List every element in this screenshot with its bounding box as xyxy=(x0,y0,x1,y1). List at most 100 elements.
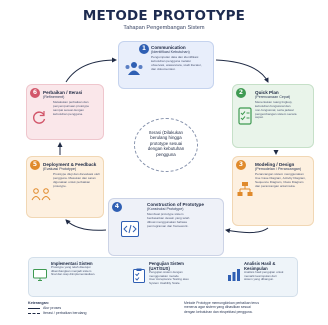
step-desc-line: pengembangan sistem secara xyxy=(255,111,297,116)
step-card-refinement: 6 Perbaikan / Iterasi (Refinement) Melak… xyxy=(26,84,104,140)
final-step-subtitle: (UAT/SUS) xyxy=(149,266,170,271)
footnote-line: menerus agar sistem yang dihasilkan sesu… xyxy=(184,305,251,310)
step-desc-line: Use Case Diagram, Activity Diagram, xyxy=(255,175,306,180)
step-desc-line: Menentukan ruang lingkup, xyxy=(255,99,293,104)
arrow-3-4 xyxy=(225,227,269,234)
step-number-badge: 2 xyxy=(236,88,246,98)
step-title: Construction of Prototype xyxy=(147,202,204,207)
step-subtitle: (Identifikasi Kebutuhan) xyxy=(151,50,190,55)
team-icon xyxy=(31,188,51,201)
step-desc-line: kebutuhan fungsional dan xyxy=(255,103,291,108)
users-icon xyxy=(125,62,143,75)
final-step-desc-line: Analisis hasil pengujian untuk xyxy=(244,270,284,274)
footnote-line: dengan kebutuhan dan ekspektasi pengguna… xyxy=(184,309,253,314)
step-desc-line: Pengumpulan data dan identifikasi xyxy=(151,54,199,59)
step-desc-line: dibuat menggunakan bahasa xyxy=(147,219,187,224)
step-subtitle: (Evaluasi Prototype) xyxy=(43,167,77,172)
network-icon xyxy=(237,182,253,196)
step-desc-line: pengguna. Masukan dan saran xyxy=(53,175,96,180)
step-number-badge: 5 xyxy=(30,160,40,170)
final-step-title: Implementasi Sistem xyxy=(51,261,93,266)
step-subtitle: (Perencanaan Cepat) xyxy=(255,95,291,100)
step-number-badge: 3 xyxy=(236,160,246,170)
step-subtitle: (Refinement) xyxy=(43,95,65,100)
center-text-line: Iterasi (Dilakukan xyxy=(149,130,183,135)
final-step-implementation: Implementasi Sistem Prototype yang telah… xyxy=(31,258,119,298)
step-desc-line: dan dokumentasi. xyxy=(151,66,176,71)
step-title: Deployment & Feedback xyxy=(43,162,97,167)
step-card-communication: 1 Communication (Identifikasi Kebutuhan)… xyxy=(118,41,214,89)
legend-item: Alur proses xyxy=(28,306,148,311)
monitor-icon xyxy=(33,269,47,281)
footnote-line: Metode Prototype memungkinkan perbaikan … xyxy=(184,301,260,305)
step-number-badge: 1 xyxy=(139,44,149,54)
step-desc-line: sampai sesuai dengan xyxy=(53,107,84,112)
step-subtitle: (Pemodelan / Perancangan) xyxy=(255,167,302,172)
refresh-icon xyxy=(33,111,46,124)
center-text-line: dengan kebutuhan xyxy=(147,146,185,152)
center-text-line: prototype sesuai xyxy=(149,140,183,146)
step-title: Quick Plan xyxy=(255,90,279,95)
bar-chart-icon xyxy=(228,269,240,281)
step-desc-line: kebutuhan pengguna melalui xyxy=(151,58,191,63)
legend-item-label: Iterasi / perbaikan berulang xyxy=(43,311,87,315)
final-step-desc-line: System Usability Scale. xyxy=(149,281,181,286)
final-steps-band: Implementasi Sistem Prototype yang telah… xyxy=(28,257,298,297)
center-text-line: berulang hingga xyxy=(150,135,182,141)
legend: Keterangan: Alur proses Iterasi / perbai… xyxy=(28,301,148,316)
arrow-6-1 xyxy=(65,57,117,83)
iteration-center-label: Iterasi (Dilakukan berulang hingga proto… xyxy=(134,118,198,172)
step-title: Modeling / Design xyxy=(255,162,295,167)
step-desc-line: kebutuhan pengguna. xyxy=(53,111,83,116)
step-desc-line: Perancangan sistem menggunakan xyxy=(255,171,304,176)
step-desc-line: observasi, wawancara, studi literatur, xyxy=(151,62,202,67)
final-step-desc-line: sistem yang dibangun. xyxy=(244,277,275,282)
final-step-analysis: Analisis Hasil & Kesimpulan Analisis has… xyxy=(225,258,297,298)
final-step-desc-line: dikembangkan menjadi sistem xyxy=(51,268,92,273)
step-desc-line: Sequence Diagram, Class Diagram xyxy=(255,179,304,184)
arrow-1-2 xyxy=(215,59,269,83)
step-desc-line: dan perancangan antarmuka. xyxy=(255,183,296,188)
dashed-arrow-swatch xyxy=(28,313,40,314)
step-title: Perbaikan / Iterasi xyxy=(43,90,83,95)
step-desc-line: penyempurnaan prototype xyxy=(53,103,90,108)
clipboard-icon xyxy=(133,268,145,283)
page-title: METODE PROTOTYPE xyxy=(82,8,246,24)
arrow-4-5 xyxy=(65,219,107,231)
final-step-desc-line: final dan siap diimplementasikan. xyxy=(51,272,96,277)
final-step-desc-line: menarik kesimpulan dari xyxy=(244,273,277,278)
step-title: Communication xyxy=(151,45,186,50)
footnote: Metode Prototype memungkinkan perbaikan … xyxy=(184,301,300,314)
step-desc-line: Prototype diuji dan dievaluasi oleh xyxy=(53,171,100,176)
step-desc-line: pemrograman dan framework. xyxy=(147,223,189,228)
step-card-modeling-design: 3 Modeling / Design (Pemodelan / Peranca… xyxy=(232,156,314,226)
step-card-quick-plan: 2 Quick Plan (Perencanaan Cepat) Menentu… xyxy=(232,84,314,148)
step-number-badge: 6 xyxy=(30,88,40,98)
step-desc-line: Membuat prototype sistem xyxy=(147,211,184,216)
center-text-line: pengguna xyxy=(156,151,176,157)
code-icon xyxy=(121,221,139,237)
step-desc-line: prototype. xyxy=(53,183,67,188)
step-card-deployment-feedback: 5 Deployment & Feedback (Evaluasi Protot… xyxy=(26,156,104,218)
step-desc-line: Melakukan perbaikan dan xyxy=(53,99,89,104)
final-step-desc-line: menggunakan metode xyxy=(149,273,179,278)
final-step-title: Analisis Hasil & Kesimpulan xyxy=(244,261,276,271)
legend-item: Iterasi / perbaikan berulang xyxy=(28,311,148,316)
legend-heading: Keterangan: xyxy=(28,301,49,305)
final-step-desc-line: Prototype yang telah disetujui xyxy=(51,265,91,269)
final-step-desc-line: Pengujian sistem dengan xyxy=(149,270,183,274)
step-desc-line: cepat. xyxy=(255,115,264,120)
step-desc-line: non-fungsional, serta jadwal xyxy=(255,107,294,112)
step-desc-line: berdasarkan desain yang telah xyxy=(147,215,190,220)
legend-item-label: Alur proses xyxy=(43,306,62,310)
checklist-icon xyxy=(238,107,252,125)
step-number-badge: 4 xyxy=(112,202,122,212)
final-step-testing: Pengujian Sistem (UAT/SUS) Pengujian sis… xyxy=(131,258,213,298)
final-step-title: Pengujian Sistem xyxy=(149,261,184,266)
step-desc-line: digunakan untuk perbaikan xyxy=(53,179,91,184)
solid-arrow-swatch xyxy=(28,308,40,309)
page-subtitle: Tahapan Pengembangan Sistem xyxy=(123,25,205,31)
step-card-construction: 4 Construction of Prototype (Konstruksi … xyxy=(108,198,224,256)
step-subtitle: (Konstruksi Prototype) xyxy=(147,207,184,212)
final-step-desc-line: User Acceptance Testing atau xyxy=(149,277,189,282)
